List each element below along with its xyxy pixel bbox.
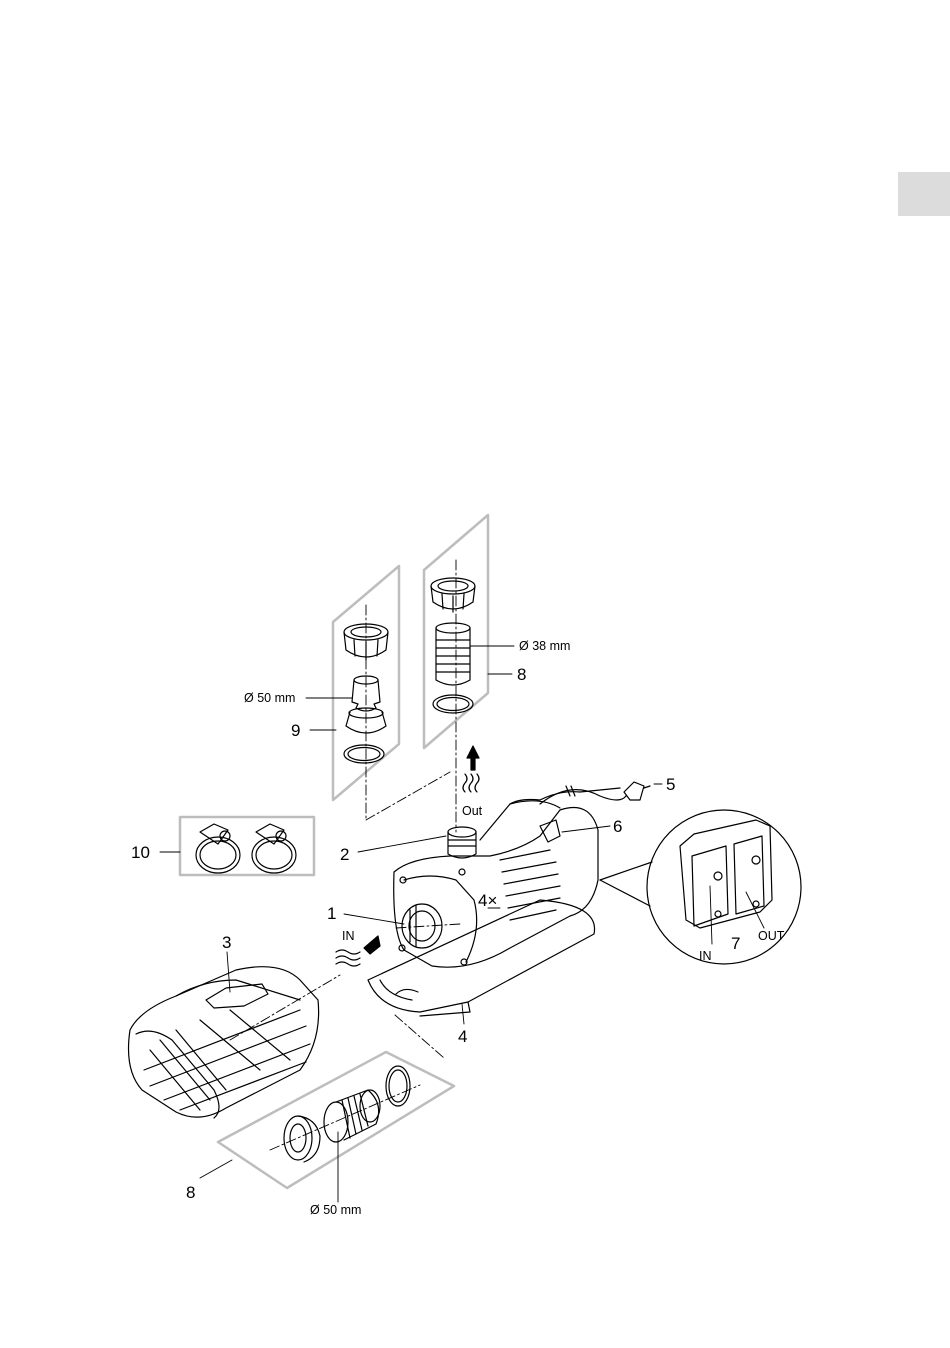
in-flow-label: IN <box>342 929 355 943</box>
dimension-50-top: Ø 50 mm <box>244 691 295 705</box>
detail-out-label: OUT <box>758 929 785 943</box>
panel-inlet-50 <box>218 1052 454 1188</box>
hose-tail-38 <box>436 623 470 685</box>
nut-50-bottom <box>284 1116 320 1162</box>
callout-6: 6 <box>613 817 622 836</box>
plug-icon <box>624 782 650 800</box>
o-ring-50-top <box>344 745 384 763</box>
callout-10: 10 <box>131 843 150 862</box>
hose-clamp-left <box>196 824 240 873</box>
out-flow-label: Out <box>462 804 483 818</box>
callout-5: 5 <box>666 775 675 794</box>
out-flow-arrow-icon <box>463 746 479 792</box>
leader-lines <box>160 646 764 1202</box>
o-ring-50-bottom <box>386 1066 410 1106</box>
hose-clamp-right <box>252 824 296 873</box>
callout-7: 7 <box>731 934 740 953</box>
callout-8-top: 8 <box>517 665 526 684</box>
nut-38 <box>431 578 475 612</box>
callout-1: 1 <box>327 904 336 923</box>
callout-8-bottom: 8 <box>186 1183 195 1202</box>
o-ring-38 <box>433 695 473 713</box>
pump-body <box>394 788 620 967</box>
strainer-basket <box>129 967 319 1118</box>
dimension-38: Ø 38 mm <box>519 639 570 653</box>
callout-3: 3 <box>222 933 231 952</box>
callout-9: 9 <box>291 721 300 740</box>
hose-tail-50-bottom <box>324 1090 380 1142</box>
callout-4: 4 <box>458 1027 467 1046</box>
screw-count-label: 4× <box>478 891 497 910</box>
detail-in-label: IN <box>699 949 712 963</box>
callout-2: 2 <box>340 845 349 864</box>
dimension-50-bottom: Ø 50 mm <box>310 1203 361 1217</box>
pump-base-frame <box>368 900 595 1016</box>
